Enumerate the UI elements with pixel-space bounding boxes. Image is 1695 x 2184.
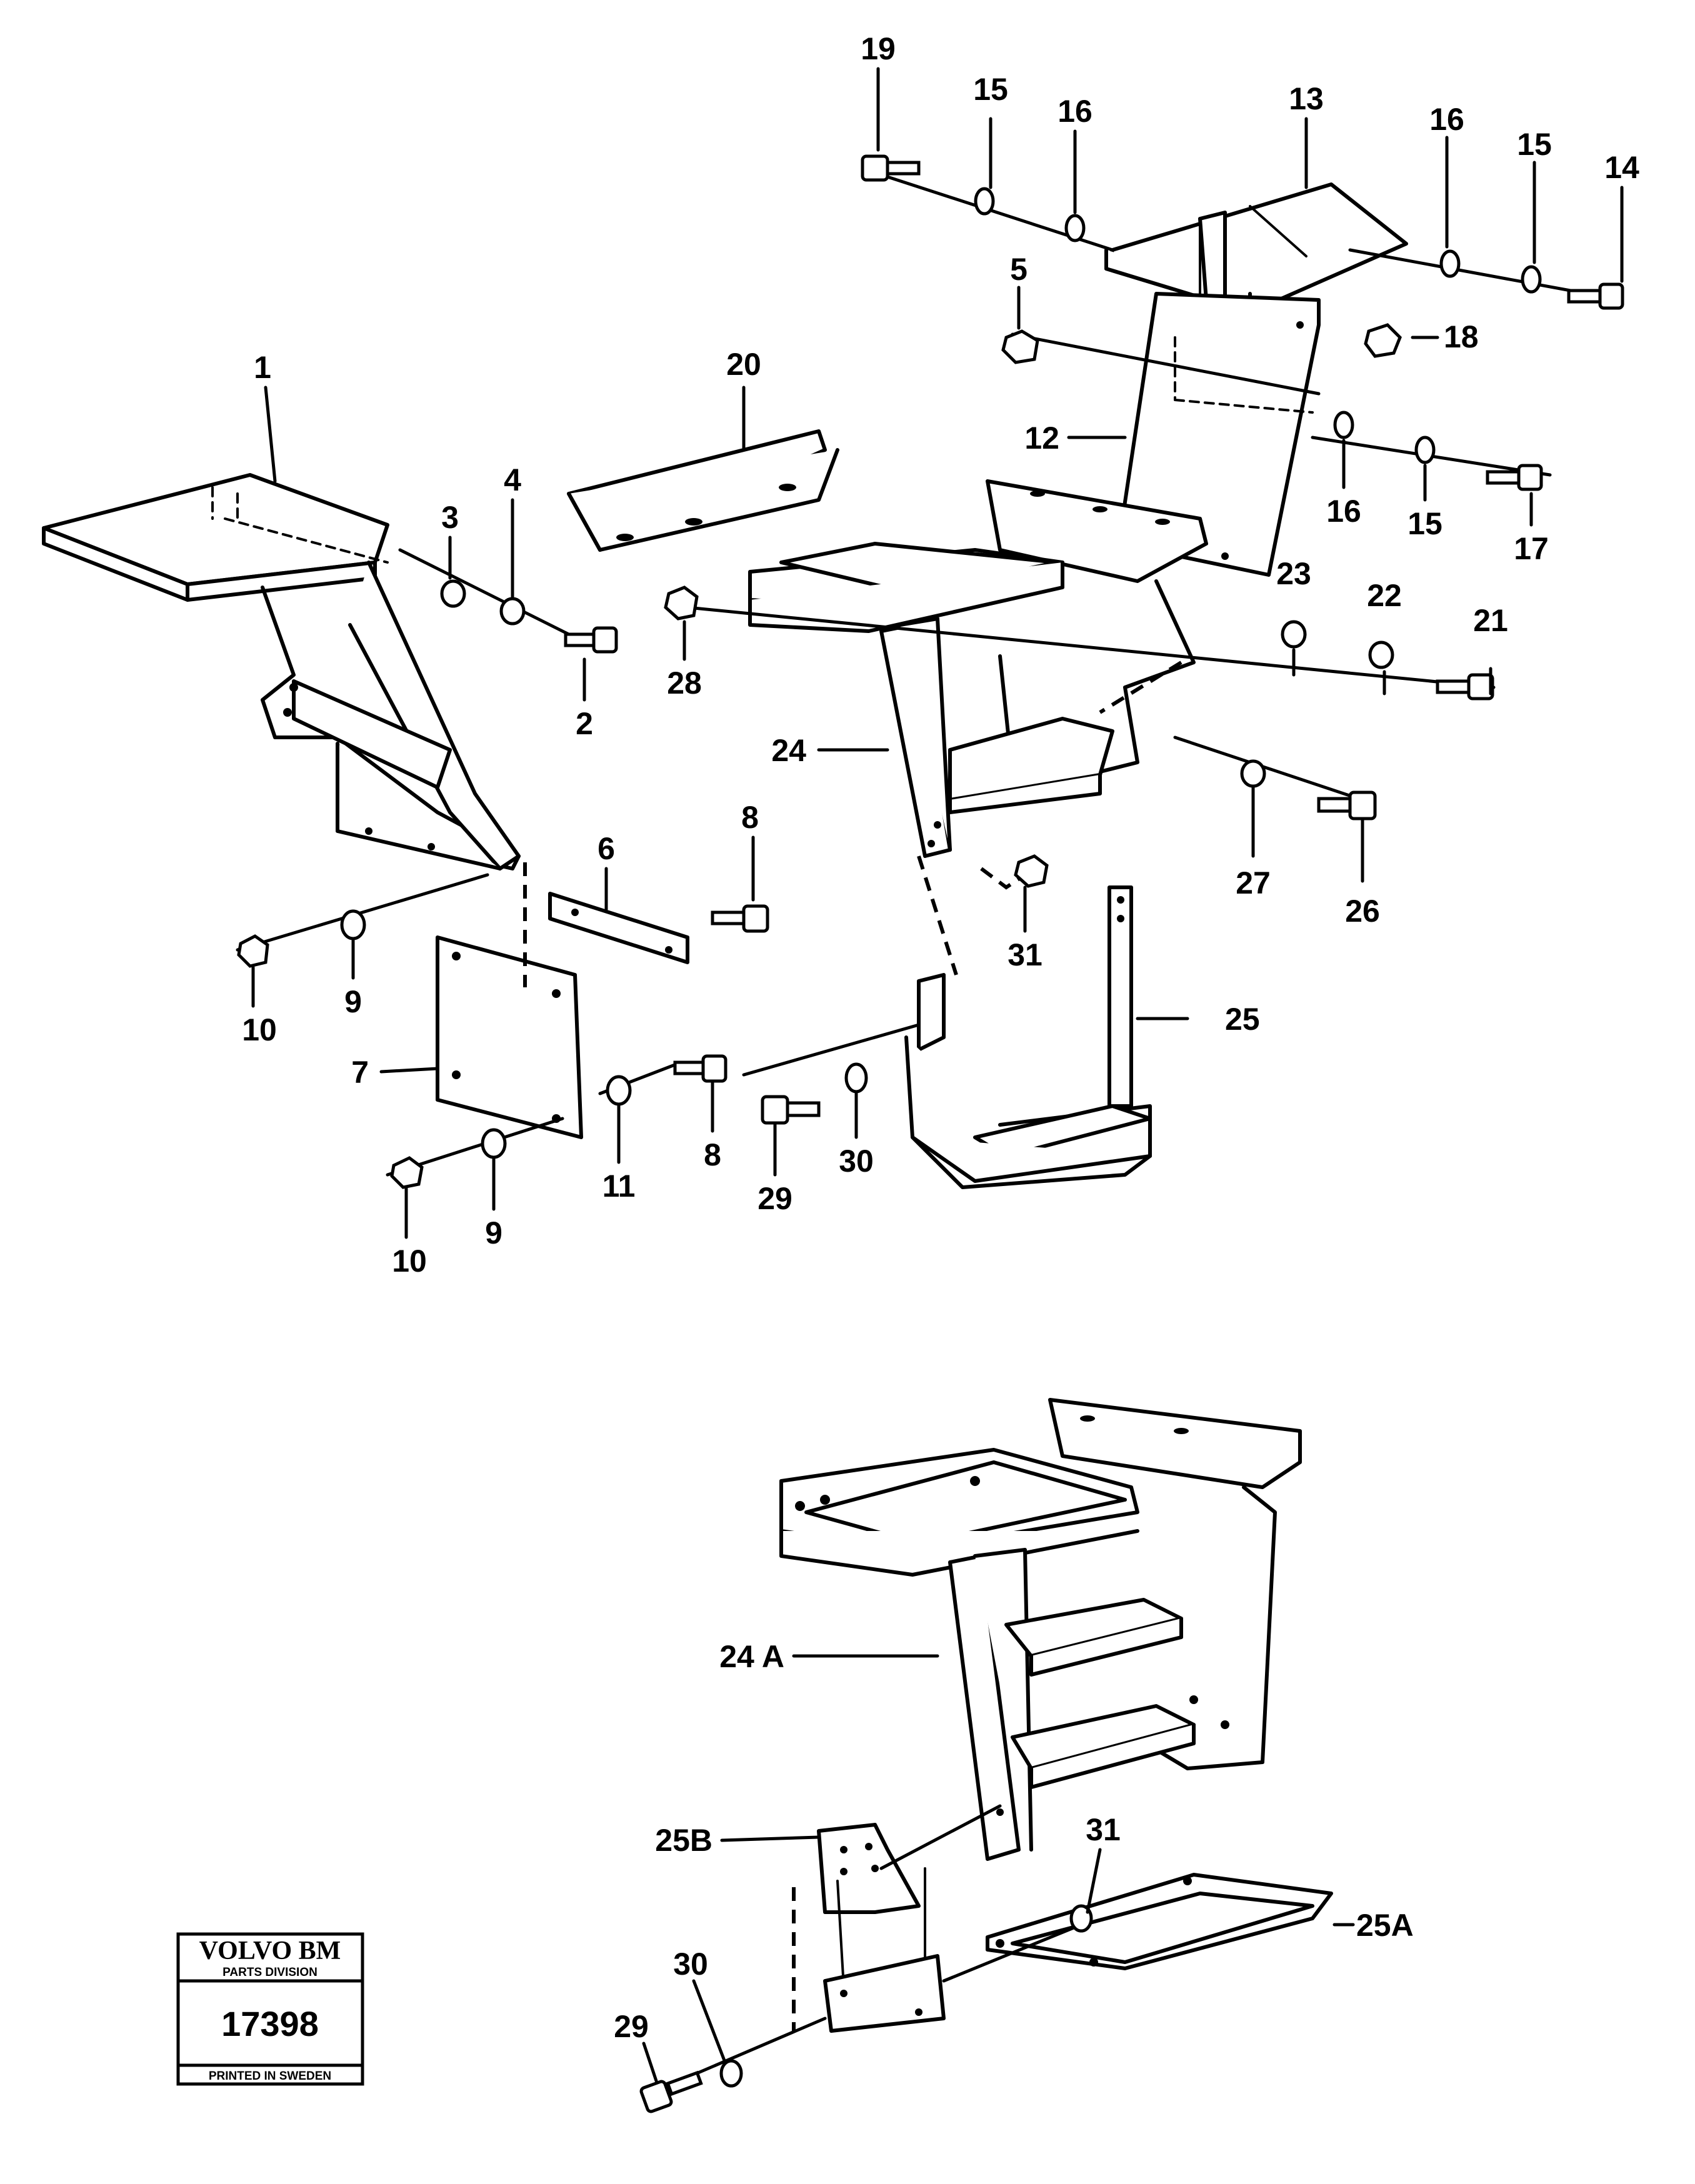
callout-31: 31 [1086, 1812, 1121, 1847]
stamp-brand: VOLVO BM [199, 1937, 341, 1965]
callout-1: 1 [254, 350, 271, 385]
washer-30b [719, 2059, 743, 2088]
clamp-part-13 [1104, 182, 1408, 314]
callout-3: 3 [441, 500, 459, 535]
step-part-25 [904, 885, 1152, 1189]
bolt-2 [564, 626, 618, 654]
callout-8: 8 [741, 800, 759, 835]
callout-11: 11 [602, 1169, 636, 1204]
bolt-17 [1486, 464, 1543, 491]
callout-29: 29 [614, 2009, 649, 2044]
washer-15a [974, 187, 995, 216]
washer-30a [844, 1062, 868, 1094]
callout-28: 28 [667, 666, 702, 701]
rail-part-20 [567, 429, 839, 552]
callout-19: 19 [861, 31, 896, 66]
callout-25: 25 [1225, 1002, 1260, 1037]
plate-part-7 [436, 935, 583, 1139]
washer-16b [1439, 249, 1461, 278]
bracket-part-25B [817, 1823, 946, 2033]
callout-10: 10 [242, 1012, 277, 1047]
callout-24A: 24 A [719, 1639, 784, 1674]
callout-8: 8 [704, 1137, 721, 1172]
hardware-top [237, 154, 1624, 1189]
strap-part-6 [548, 892, 689, 964]
step-assembly-part-24A [779, 1398, 1302, 1861]
callout-22: 22 [1367, 578, 1402, 613]
callout-14: 14 [1604, 150, 1639, 185]
washer-11 [606, 1075, 632, 1106]
washer-16c [1333, 411, 1354, 439]
callout-leaders-bottom [642, 1654, 1355, 2083]
callout-4: 4 [504, 462, 521, 497]
washer-3 [440, 579, 466, 608]
bolt-29b [639, 2070, 703, 2113]
bolt-29a [761, 1095, 821, 1125]
nut-5 [1001, 329, 1039, 364]
bolt-8a [711, 904, 769, 933]
nut-31a [1014, 854, 1049, 888]
callout-2: 2 [576, 706, 593, 741]
nut-18 [1364, 323, 1402, 358]
connection-lines-bottom [692, 1804, 1083, 2077]
washer-9a [340, 909, 366, 940]
callout-5: 5 [1010, 252, 1028, 287]
callout-29: 29 [758, 1181, 792, 1216]
washer-4 [499, 597, 526, 626]
callout-6: 6 [598, 831, 615, 866]
callout-labels: 19 15 16 13 16 15 14 18 5 12 20 16 15 17… [242, 31, 1639, 2044]
callout-25B: 25B [655, 1823, 712, 1858]
callout-9: 9 [485, 1215, 502, 1250]
washer-9b [481, 1128, 507, 1159]
bolt-8b [673, 1054, 728, 1083]
callout-27: 27 [1236, 865, 1271, 900]
stamp-division: PARTS DIVISION [222, 1966, 318, 1979]
callout-26: 26 [1345, 894, 1380, 929]
callout-20: 20 [726, 347, 761, 382]
callout-7: 7 [351, 1055, 369, 1090]
nut-10b [390, 1156, 424, 1189]
callout-24: 24 [771, 733, 806, 768]
callout-30: 30 [673, 1947, 708, 1982]
callout-18: 18 [1444, 319, 1479, 354]
bracket-part-1 [42, 473, 521, 870]
callout-15: 15 [1408, 506, 1442, 541]
callout-9: 9 [344, 984, 362, 1019]
stamp-number: 17398 [221, 2004, 319, 2043]
callout-15: 15 [973, 72, 1008, 107]
callout-leaders-top [251, 67, 1624, 1239]
stamp-footer: PRINTED IN SWEDEN [209, 2070, 331, 2083]
step-assembly-part-24 [748, 479, 1208, 858]
callout-30: 30 [839, 1144, 874, 1179]
callout-25A: 25A [1356, 1908, 1414, 1943]
callout-15: 15 [1517, 127, 1552, 162]
bolt-19 [861, 154, 921, 182]
callout-16: 16 [1429, 102, 1464, 137]
nut-10a [237, 934, 269, 968]
nut-28 [664, 586, 699, 621]
washer-16a [1064, 214, 1086, 242]
washer-27 [1240, 759, 1266, 788]
step-part-25A [986, 1873, 1333, 1970]
callout-16: 16 [1058, 94, 1092, 129]
parts-division-stamp: VOLVO BM PARTS DIVISION 17398 PRINTED IN… [176, 1932, 364, 2086]
callout-16: 16 [1326, 494, 1361, 529]
callout-17: 17 [1514, 531, 1549, 566]
bolt-14 [1567, 282, 1624, 310]
bolt-21 [1436, 673, 1494, 701]
callout-23: 23 [1276, 556, 1311, 591]
callout-31: 31 [1008, 937, 1042, 972]
washer-22 [1368, 641, 1394, 669]
washer-23 [1281, 620, 1307, 649]
callout-10: 10 [392, 1244, 427, 1279]
callout-13: 13 [1289, 81, 1324, 116]
washer-15c [1414, 436, 1436, 464]
callout-12: 12 [1024, 421, 1059, 456]
callout-21: 21 [1473, 603, 1508, 638]
washer-15b [1521, 265, 1542, 294]
